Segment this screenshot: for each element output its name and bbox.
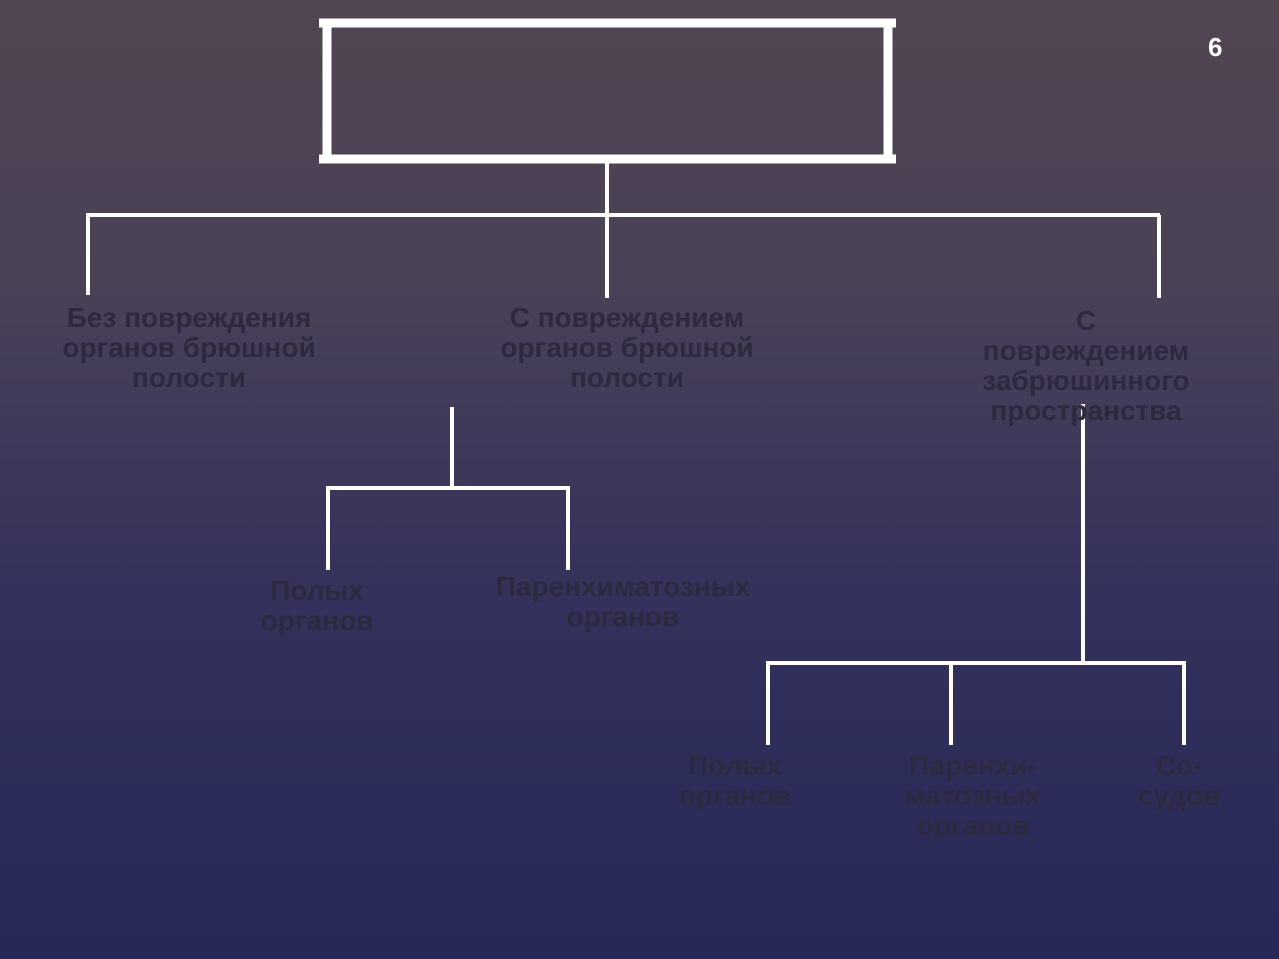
page-number: 6: [1208, 32, 1223, 62]
branch-3-child-2-label: Паренхи- матозных органов: [904, 750, 1042, 841]
root-box-frame: [322, 18, 893, 164]
branch-3-connectors: [766, 404, 1186, 745]
root-box: [319, 18, 896, 164]
level-1-connectors: [86, 159, 1161, 298]
branch-1-label: Без повреждения органов брюшной полости: [62, 302, 316, 393]
branch-2-child-2-label: Паренхиматозных органов: [495, 571, 751, 632]
branch-2-label: С повреждением органов брюшной полости: [500, 302, 754, 393]
branch-3-label: С повреждением забрюшинного пространства: [982, 305, 1190, 426]
branch-3-child-3-label: Со- судов: [1137, 750, 1221, 811]
branch-2-child-1-label: Полых органов: [260, 575, 374, 636]
branch-3-child-1-label: Полых органов: [678, 750, 792, 811]
branch-2-connectors: [326, 407, 570, 570]
